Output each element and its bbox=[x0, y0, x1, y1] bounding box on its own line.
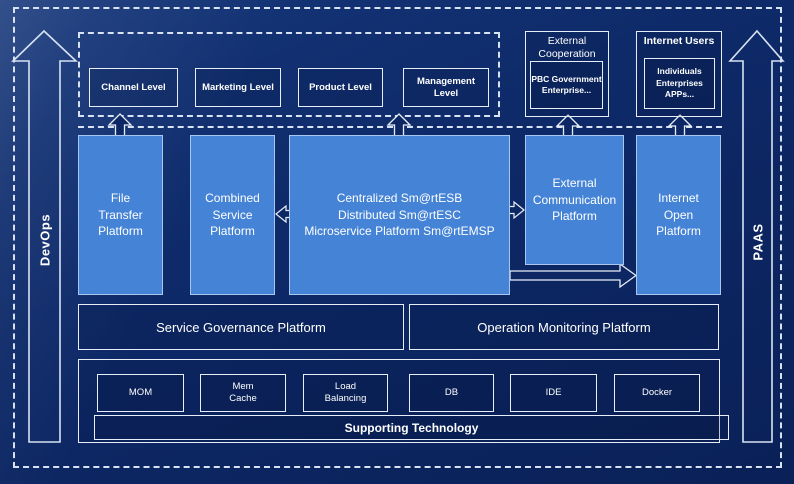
paas-label: PAAS bbox=[750, 223, 766, 261]
tech-box-load-balancing: Load Balancing bbox=[303, 374, 388, 412]
tech-box-docker: Docker bbox=[614, 374, 700, 412]
level-box-channel-label: Channel Level bbox=[101, 81, 166, 93]
service-governance-platform-label: Service Governance Platform bbox=[156, 319, 326, 335]
internet-open-platform-label: Internet Open Platform bbox=[656, 191, 701, 239]
operation-monitoring-platform-box: Operation Monitoring Platform bbox=[409, 304, 719, 350]
level-box-marketing: Marketing Level bbox=[195, 68, 281, 107]
tech-box-mom: MOM bbox=[97, 374, 184, 412]
tech-box-docker-label: Docker bbox=[641, 386, 673, 398]
boundary-dashed-line bbox=[78, 126, 722, 128]
external-cooperation-box: External Cooperation PBC Government Ente… bbox=[525, 31, 609, 117]
tech-box-db: DB bbox=[409, 374, 494, 412]
external-communication-platform-box: External Communication Platform bbox=[525, 135, 624, 265]
combined-service-platform-box: Combined Service Platform bbox=[190, 135, 275, 295]
tech-box-mom-label: MOM bbox=[128, 386, 153, 398]
external-communication-platform-label: External Communication Platform bbox=[532, 176, 617, 224]
internet-users-title: Internet Users bbox=[643, 35, 715, 47]
supporting-technology-label: Supporting Technology bbox=[344, 420, 479, 435]
individuals-enterprises-apps-label: Individuals Enterprises APPs... bbox=[656, 66, 703, 100]
level-box-channel: Channel Level bbox=[89, 68, 178, 107]
tech-box-ide-label: IDE bbox=[545, 386, 562, 398]
individuals-enterprises-apps-box: Individuals Enterprises APPs... bbox=[644, 58, 715, 109]
level-box-management: Management Level bbox=[403, 68, 489, 107]
combined-service-platform-label: Combined Service Platform bbox=[205, 191, 260, 239]
tech-box-mem-cache: Mem Cache bbox=[200, 374, 286, 412]
tech-box-load-balancing-label: Load Balancing bbox=[324, 380, 367, 404]
internet-open-platform-box: Internet Open Platform bbox=[636, 135, 721, 295]
pbc-government-enterprise-label: PBC Government Enterprise... bbox=[531, 73, 602, 95]
supporting-technology-container bbox=[78, 359, 720, 443]
operation-monitoring-platform-label: Operation Monitoring Platform bbox=[477, 319, 651, 335]
supporting-technology-bar: Supporting Technology bbox=[94, 415, 729, 440]
pbc-government-enterprise-box: PBC Government Enterprise... bbox=[530, 61, 603, 109]
esb-platform-box: Centralized Sm@rtESB Distributed Sm@rtES… bbox=[289, 135, 510, 295]
devops-label: DevOps bbox=[37, 213, 53, 267]
tech-box-db-label: DB bbox=[444, 386, 459, 398]
level-box-management-label: Management Level bbox=[416, 75, 476, 99]
esb-platform-label: Centralized Sm@rtESB Distributed Sm@rtES… bbox=[304, 191, 495, 239]
tech-box-ide: IDE bbox=[510, 374, 597, 412]
internet-users-box: Internet Users Individuals Enterprises A… bbox=[636, 31, 722, 117]
file-transfer-platform-label: File Transfer Platform bbox=[98, 191, 143, 239]
tech-box-mem-cache-label: Mem Cache bbox=[229, 380, 257, 404]
service-governance-platform-box: Service Governance Platform bbox=[78, 304, 404, 350]
level-box-product: Product Level bbox=[298, 68, 383, 107]
level-box-product-label: Product Level bbox=[309, 81, 372, 93]
file-transfer-platform-box: File Transfer Platform bbox=[78, 135, 163, 295]
external-cooperation-title: External Cooperation bbox=[538, 35, 596, 60]
levels-dashed-container bbox=[78, 32, 500, 117]
level-box-marketing-label: Marketing Level bbox=[202, 81, 274, 93]
